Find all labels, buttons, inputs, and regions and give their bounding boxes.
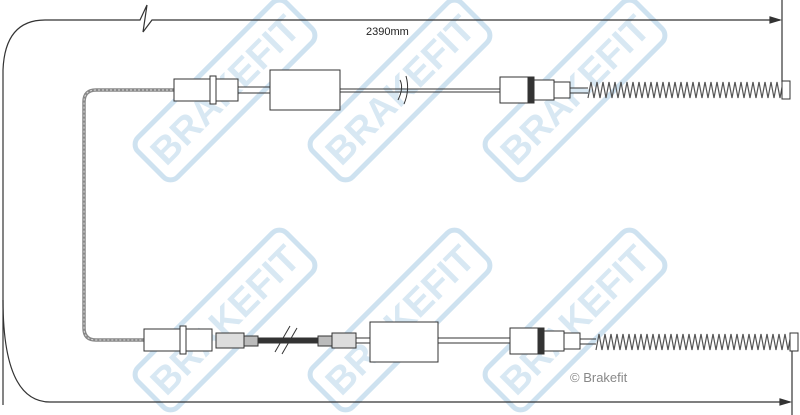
dimension-label: 2390mm xyxy=(366,26,409,38)
dimension-line-bottom xyxy=(2,299,793,415)
bottom-cable-assembly xyxy=(143,321,799,363)
svg-text:BRAKEFIT: BRAKEFIT xyxy=(318,238,484,404)
watermark-logo: BRAKEFIT xyxy=(132,227,318,413)
spring-coil xyxy=(595,333,795,351)
top-cable-assembly xyxy=(173,69,791,111)
watermark-logo: BRAKEFIT xyxy=(482,227,668,413)
watermark-logo: BRAKEFIT xyxy=(307,227,493,413)
spring-bottom xyxy=(595,333,795,351)
spring-top xyxy=(587,81,787,99)
svg-text:BRAKEFIT: BRAKEFIT xyxy=(143,238,309,404)
dimension-line-top xyxy=(2,0,783,405)
copyright-text: © Brakefit xyxy=(570,370,628,385)
spring-coil xyxy=(587,81,787,99)
